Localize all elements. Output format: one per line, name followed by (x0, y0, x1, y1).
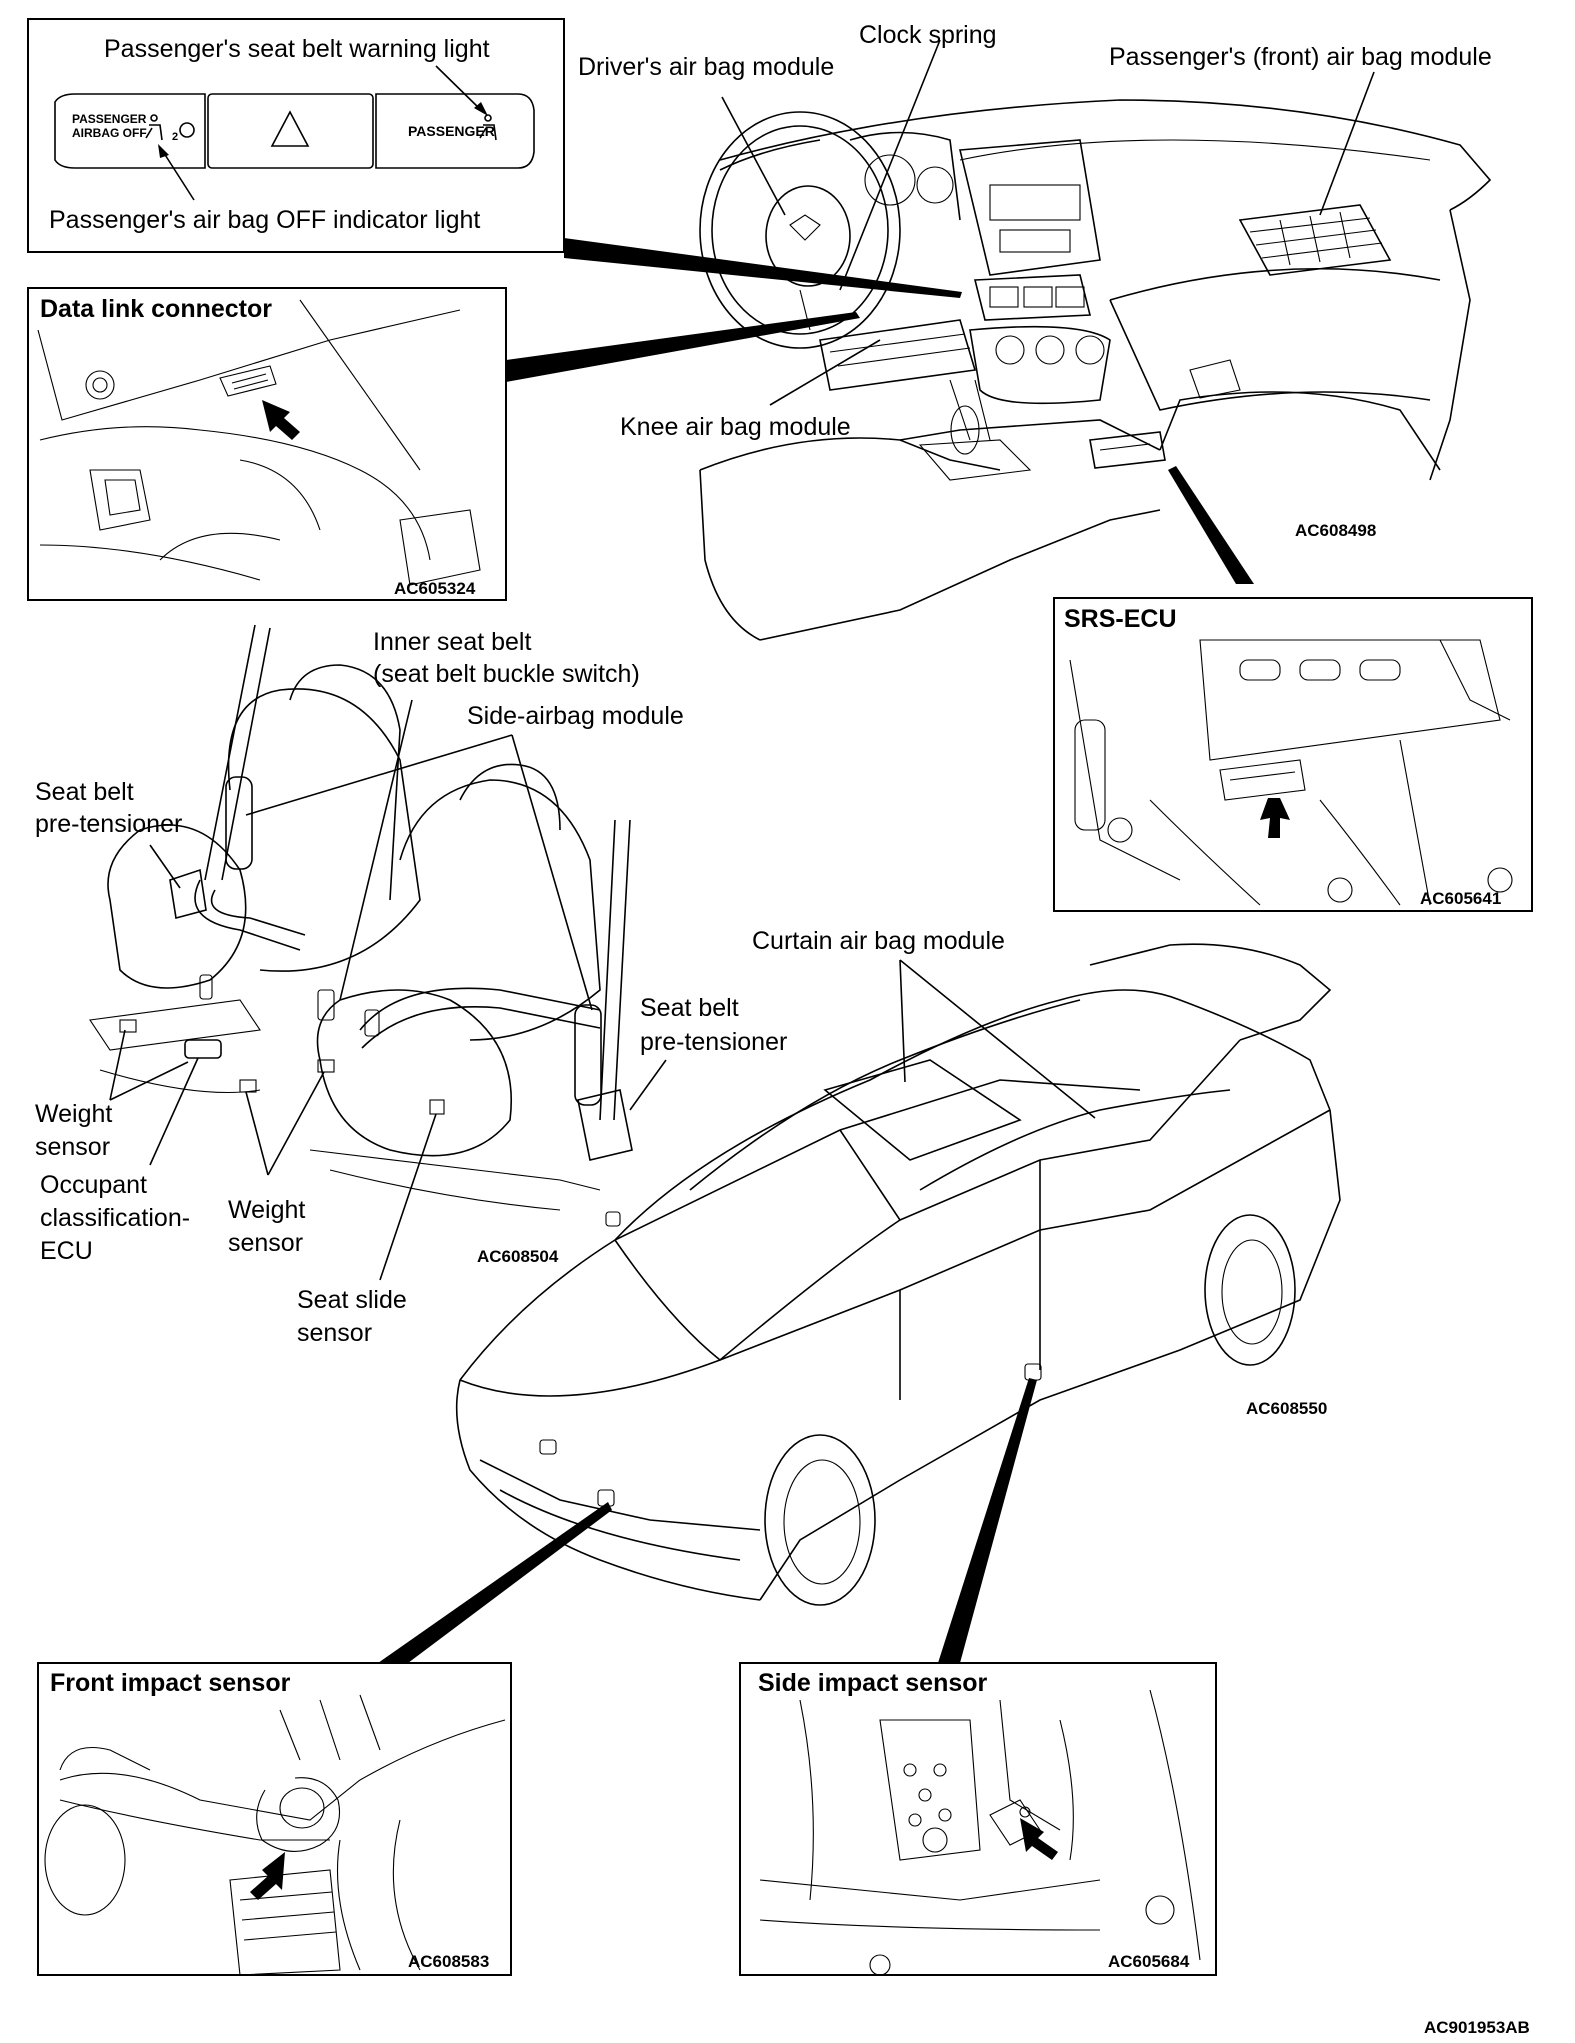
car-illustration (455, 943, 1341, 1606)
label-seat-belt-pretensioner-left-sub: pre-tensioner (35, 810, 182, 838)
label-inner-seat-belt: Inner seat belt (373, 628, 531, 656)
label-passenger-air-bag-off-indicator: Passenger's air bag OFF indicator light (49, 206, 480, 234)
switch-text-airbag-off: AIRBAG OFF (72, 126, 147, 140)
data-link-connector-inset: Data link connector AC605324 (27, 287, 507, 601)
side-airbag-left (225, 776, 253, 870)
code-side-impact: AC605684 (1108, 1952, 1190, 1971)
arrow-icon (250, 1852, 285, 1900)
dashboard-illustration (699, 39, 1492, 641)
srs-ecu-inset: SRS-ECU AC605641 (1053, 597, 1533, 912)
label-inner-seat-belt-sub: (seat belt buckle switch) (373, 660, 640, 688)
label-seat-slide-sensor-sub: sensor (297, 1319, 372, 1347)
data-link-drawing (37, 299, 481, 586)
off-indicator-lamp-icon (179, 122, 195, 138)
switch-text-passenger: PASSENGER (72, 112, 147, 126)
rear-wheel (1204, 1214, 1296, 1366)
hazard-triangle-icon (270, 110, 310, 147)
code-front-impact: AC608583 (408, 1952, 489, 1971)
title-side-impact-sensor: Side impact sensor (758, 1669, 988, 1697)
label-weight-sensor-left-sub: sensor (35, 1133, 110, 1161)
label-seat-slide-sensor: Seat slide (297, 1286, 407, 1314)
arrow-icon (1020, 1818, 1058, 1860)
code-srs-ecu: AC605641 (1420, 889, 1501, 908)
front-impact-sensor-inset: Front impact sensor AC608583 (37, 1662, 512, 1976)
data-link-pointer (506, 312, 860, 382)
code-seat: AC608504 (477, 1247, 559, 1266)
knee-air-bag-module-drawing (819, 319, 977, 391)
passenger-air-bag-module-drawing (1238, 204, 1392, 276)
label-occupant-classification-ecu: Occupant (40, 1171, 147, 1199)
arrow-icon (1260, 798, 1290, 838)
front-impact-pointer (378, 1502, 612, 1663)
switch-panel-pointer (564, 238, 962, 298)
label-passengers-front-air-bag-module: Passenger's (front) air bag module (1109, 43, 1492, 71)
side-impact-sensor-location (1024, 1363, 1042, 1381)
label-occupant-classification-ecu-3: ECU (40, 1237, 93, 1265)
title-srs-ecu: SRS-ECU (1064, 605, 1177, 633)
label-seat-belt-pretensioner-left: Seat belt (35, 778, 134, 806)
label-weight-sensor-right-sub: sensor (228, 1229, 303, 1257)
srs-ecu-pointer (1168, 466, 1254, 584)
seat-slide-sensor-drawing (429, 1099, 445, 1115)
label-seat-belt-pretensioner-right: Seat belt (640, 994, 739, 1022)
label-weight-sensor-left: Weight (35, 1100, 112, 1128)
label-weight-sensor-right: Weight (228, 1196, 305, 1224)
title-front-impact-sensor: Front impact sensor (50, 1669, 291, 1697)
front-impact-drawing (44, 1694, 506, 1976)
sunroof (823, 1059, 1022, 1161)
title-data-link-connector: Data link connector (40, 295, 272, 323)
side-airbag-right (574, 1004, 602, 1106)
code-data-link: AC605324 (394, 579, 476, 598)
side-impact-sensor-inset: Side impact sensor AC605684 (739, 1662, 1217, 1976)
arrow-icon (262, 400, 300, 440)
side-impact-pointer (938, 1378, 1037, 1663)
label-drivers-air-bag-module: Driver's air bag module (578, 53, 834, 81)
connector-pins-icon (231, 373, 269, 390)
code-car: AC608550 (1246, 1399, 1327, 1418)
seatbelt-warning-icon (479, 114, 497, 141)
label-seat-belt-pretensioner-right-sub: pre-tensioner (640, 1028, 787, 1056)
front-wheel (764, 1434, 876, 1606)
switch-subscript: 2 (172, 131, 178, 143)
label-passenger-seat-belt-warning-light: Passenger's seat belt warning light (104, 35, 490, 63)
label-knee-air-bag-module: Knee air bag module (620, 413, 851, 441)
seatbelt-person-icon (145, 114, 163, 141)
code-dash: AC608498 (1295, 521, 1376, 540)
steering-wheel (699, 111, 901, 349)
occupant-classification-ecu-drawing (184, 1039, 222, 1059)
figure-code: AC901953AB (1424, 2018, 1530, 2037)
srs-ecu-drawing (1069, 639, 1513, 906)
switch-panel-drawing: PASSENGER AIRBAG OFF 2 PASSENGER (54, 93, 535, 169)
label-side-airbag-module: Side-airbag module (467, 702, 684, 730)
label-clock-spring: Clock spring (859, 21, 997, 49)
label-occupant-classification-ecu-2: classification- (40, 1204, 190, 1232)
label-curtain-air-bag-module: Curtain air bag module (752, 927, 1005, 955)
seat-illustration (89, 624, 667, 1281)
switch-panel-inset: PASSENGER AIRBAG OFF 2 PASSENGER Passeng… (27, 18, 565, 253)
switch-text-passenger-right: PASSENGER (408, 123, 495, 139)
